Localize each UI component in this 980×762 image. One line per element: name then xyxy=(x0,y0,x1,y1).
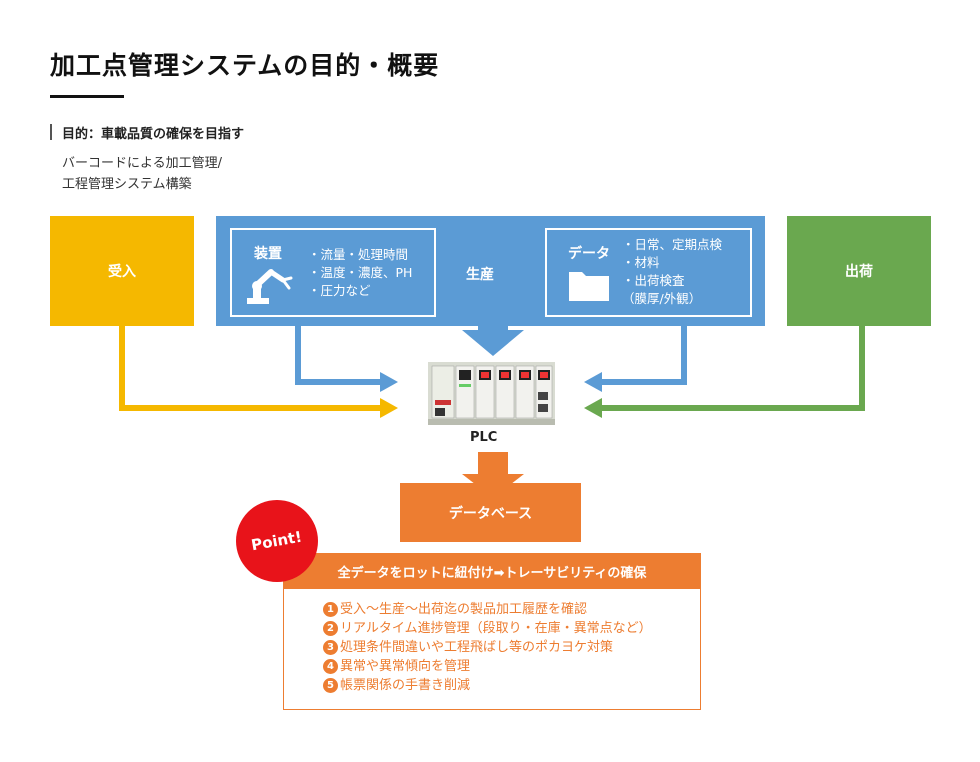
list-number: 4 xyxy=(323,659,338,674)
folder-icon xyxy=(569,272,609,301)
device-arrowhead xyxy=(380,372,398,392)
list-text: 帳票関係の手書き削減 xyxy=(340,678,471,693)
list-number: 1 xyxy=(323,602,338,617)
description: バーコードによる加工管理/ 工程管理システム構築 xyxy=(62,153,222,195)
data-item: ・材料 xyxy=(622,255,660,270)
list-number: 3 xyxy=(323,640,338,655)
list-text: リアルタイム進捗管理（段取り・在庫・異常点など） xyxy=(340,621,652,636)
database-box: データベース xyxy=(400,483,581,542)
data-item: ・日常、定期点検 xyxy=(622,237,723,252)
ukeire-connector xyxy=(119,326,382,411)
device-items: ・流量・処理時間 ・温度・濃度、PH ・圧力など xyxy=(308,246,412,300)
purpose-marker xyxy=(50,124,52,140)
robot-arm-icon xyxy=(247,269,293,304)
ukeire-label: 受入 xyxy=(108,264,136,280)
point-header: 全データをロットに紐付け➡トレーサビリティの確保 xyxy=(283,553,701,589)
data-connector xyxy=(600,326,687,385)
data-panel xyxy=(545,228,752,317)
seisan-down-arrow xyxy=(462,306,524,356)
seisan-label: 生産 xyxy=(466,267,494,283)
device-connector xyxy=(295,326,382,385)
data-arrowhead xyxy=(584,372,602,392)
description-line: バーコードによる加工管理/ xyxy=(62,156,222,171)
device-panel xyxy=(230,228,436,317)
shukka-box: 出荷 xyxy=(787,216,931,326)
ukeire-arrowhead xyxy=(380,398,398,418)
list-number: 5 xyxy=(323,678,338,693)
list-text: 受入〜生産〜出荷迄の製品加工履歴を確認 xyxy=(340,602,588,617)
title-underline xyxy=(50,95,124,98)
data-title: データ xyxy=(568,246,610,262)
page-title: 加工点管理システムの目的・概要 xyxy=(50,51,440,80)
ukeire-box: 受入 xyxy=(50,216,194,326)
list-text: 処理条件間違いや工程飛ばし等のポカヨケ対策 xyxy=(340,640,614,655)
device-item: ・流量・処理時間 xyxy=(308,247,409,262)
shukka-arrowhead xyxy=(584,398,602,418)
plc-label: PLC xyxy=(470,430,498,445)
description-line: 工程管理システム構築 xyxy=(62,177,192,192)
point-badge: Point! xyxy=(236,500,318,582)
database-label: データベース xyxy=(448,505,533,522)
list-number: 2 xyxy=(323,621,338,636)
seisan-box xyxy=(216,216,765,326)
shukka-connector xyxy=(600,326,865,411)
data-items: ・日常、定期点検 ・材料 ・出荷検査 （膜厚/外観） xyxy=(622,236,722,308)
data-item: ・出荷検査 xyxy=(622,273,685,288)
data-item: （膜厚/外観） xyxy=(622,291,702,306)
purpose-text: 目的：車載品質の確保を目指す xyxy=(62,127,245,142)
db-down-arrow xyxy=(462,452,524,498)
device-item: ・圧力など xyxy=(308,283,371,298)
plc-device-image xyxy=(428,362,555,425)
point-badge-label: Point! xyxy=(250,527,304,555)
device-title: 装置 xyxy=(254,246,282,262)
list-text: 異常や異常傾向を管理 xyxy=(340,659,471,674)
device-item: ・温度・濃度、PH xyxy=(308,265,413,280)
shukka-label: 出荷 xyxy=(845,264,873,280)
